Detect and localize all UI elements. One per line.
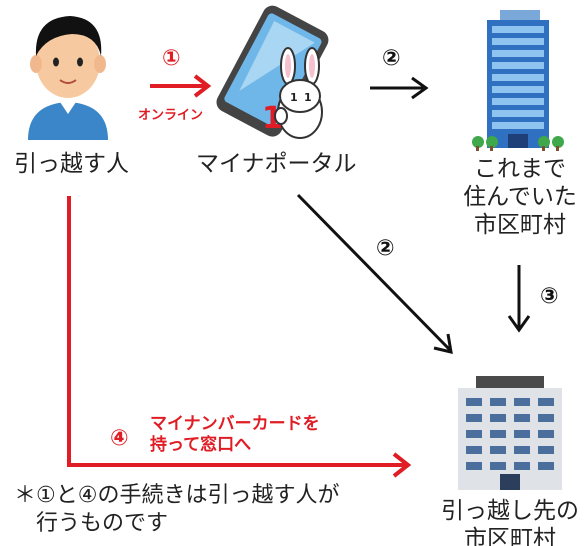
step4-note-line: マイナンバーカードを [150,414,320,434]
old-city-label-line: 住んでいた [463,184,577,210]
step4-note-line: 持って窓口へ [150,435,252,455]
person-label: 引っ越す人 [14,151,129,177]
old-city-label: これまで 住んでいた 市区町村 [458,155,582,239]
step2-old-city-number: ② [382,46,401,71]
old-city-label-line: これまで [474,156,566,182]
step4-note: マイナンバーカードを 持って窓口へ [150,414,320,456]
step1-number: ① [162,46,181,71]
arrow-step2-new-city [296,193,453,354]
footnote-line: ＊①と④の手続きは引っ越す人が [14,483,340,508]
svg-text:1: 1 [304,91,312,104]
new-city-label-line: 引っ越し先の [441,498,579,524]
arrow-step1 [150,74,212,98]
new-city-label-line: 市区町村 [464,526,556,546]
arrow-step2-old-city [370,76,429,100]
old-city-label-line: 市区町村 [474,212,566,238]
footnote: ＊①と④の手続きは引っ越す人が 行うものです [14,482,339,538]
arrow-step4 [67,196,412,478]
step3-number: ③ [540,284,559,309]
step4-number: ④ [110,426,129,451]
arrow-step3 [507,265,531,333]
new-city-label: 引っ越し先の 市区町村 [432,497,588,546]
step1-caption: オンライン [138,108,204,123]
svg-text:1: 1 [290,91,298,104]
portal-label: マイナポータル [196,151,357,177]
step2-new-city-number: ② [376,236,395,261]
footnote-line: 行うものです [36,511,169,536]
